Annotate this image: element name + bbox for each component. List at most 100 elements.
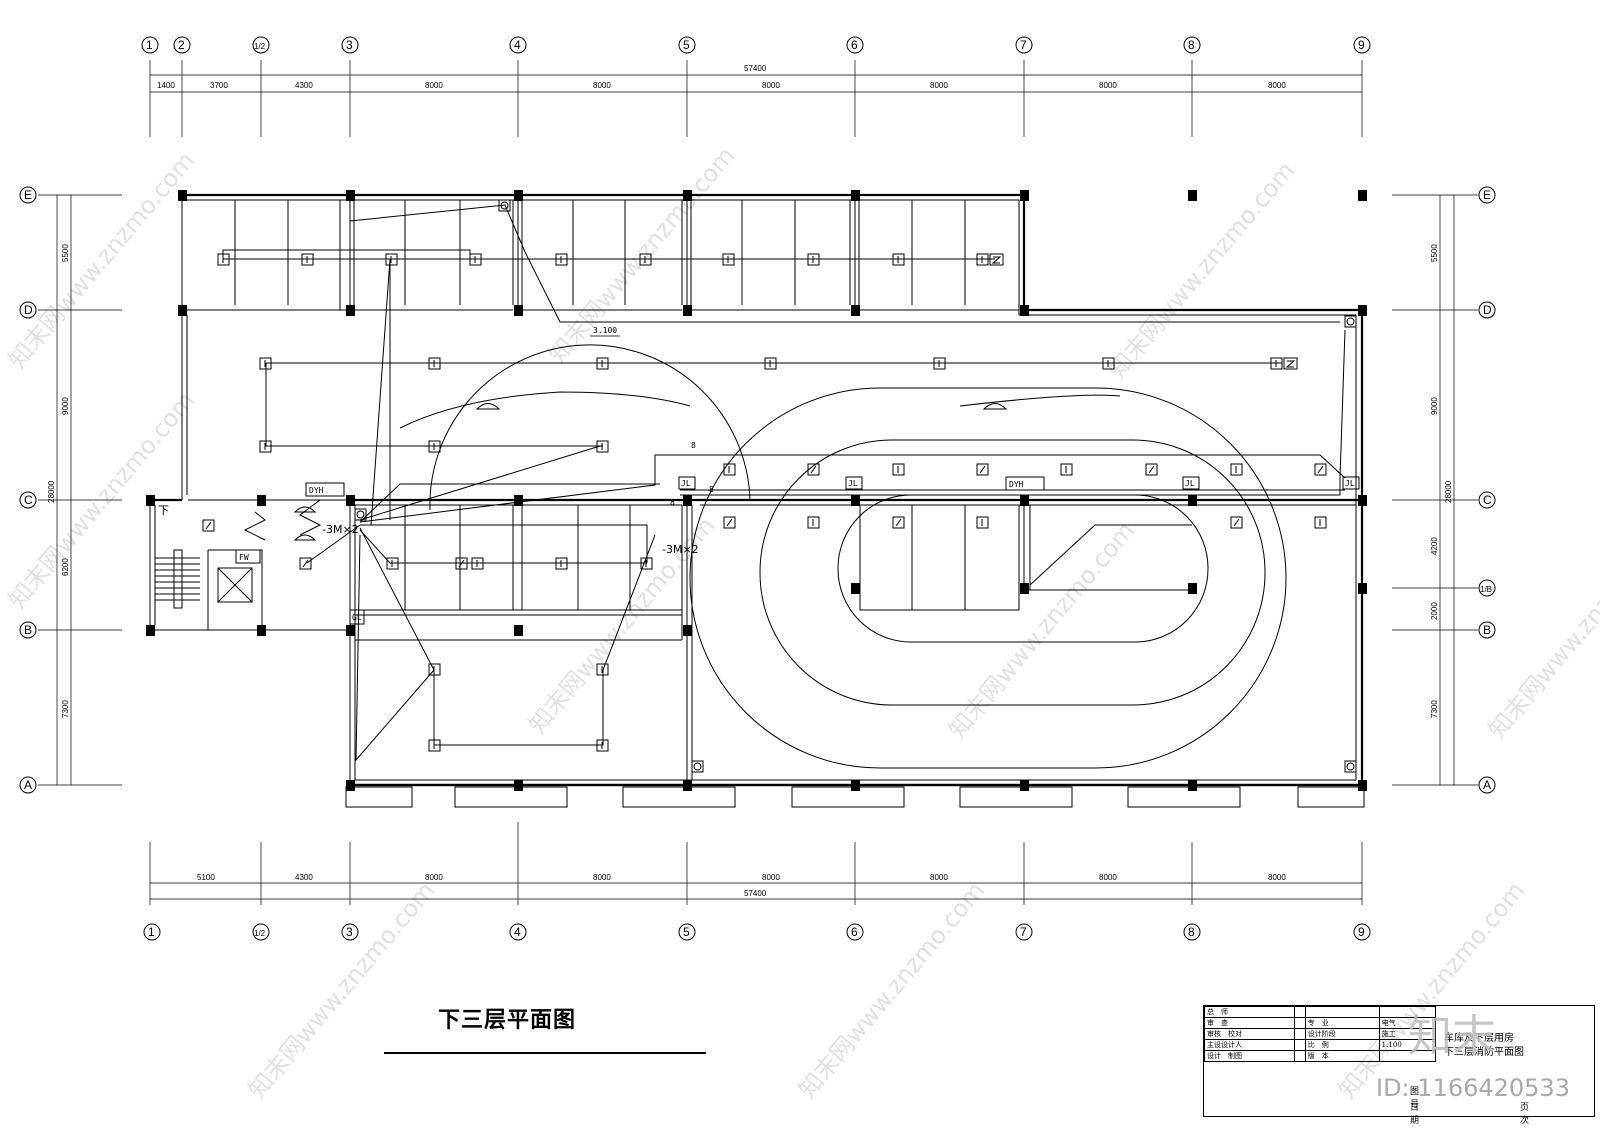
fire-devices: [202, 199, 1357, 773]
axis-label: 1: [148, 925, 155, 939]
project-line: 下三层消防平面图: [1444, 1047, 1524, 1058]
dim-segment: 5500: [1430, 244, 1439, 262]
stair-down-label: 下: [158, 504, 169, 517]
manual-alarm-icon: [691, 760, 704, 773]
smoke-detector-icon: [301, 253, 314, 266]
smoke-detector-icon: [976, 516, 989, 529]
panel-dyh-left: DYH: [305, 482, 345, 497]
smoke-detector-icon: [596, 357, 609, 370]
smoke-detector-icon: [259, 357, 272, 370]
wire-count: 8: [709, 485, 714, 494]
cable-label: -3M×2: [322, 523, 359, 536]
smoke-detector-icon: [1102, 357, 1115, 370]
alarm-bell-icon: [982, 403, 1008, 410]
title-block-row: 总 师: [1204, 1006, 1437, 1018]
tb-cell: 审核 校对: [1204, 1028, 1295, 1040]
smoke-detector-icon: [723, 463, 736, 476]
tb-cell: [1378, 1050, 1437, 1062]
axis-label: 7: [1020, 925, 1027, 939]
axis-label: 8: [1188, 925, 1195, 939]
heat-detector-icon: [976, 463, 989, 476]
tb-cell: 主设设计人: [1204, 1039, 1295, 1051]
watermark-text: 知末网www.znzmo.com: [1483, 517, 1600, 744]
smoke-detector-icon: [1270, 357, 1283, 370]
axis-label: 3: [346, 38, 353, 52]
smoke-detector-icon: [471, 557, 484, 570]
junction-label: JL: [1185, 479, 1195, 488]
dim-segment: 9000: [1430, 397, 1439, 415]
elevation-mark: 3.100: [593, 326, 617, 335]
junction-box: JL: [1182, 476, 1200, 490]
smoke-detector-icon: [807, 516, 820, 529]
axis-label: 6: [851, 925, 858, 939]
bottom-axis-labels: 1 1/2 3 4 5 6 7 8 9: [143, 923, 1371, 941]
panel-label: FW: [239, 553, 249, 562]
tb-cell: 总 师: [1204, 1006, 1295, 1018]
heat-detector-icon: [299, 557, 312, 570]
alarm-bell-icon: [475, 403, 501, 410]
smoke-detector-icon: [1060, 463, 1073, 476]
dim-segment: 8000: [425, 873, 443, 882]
title-block: 总 师 审 查 专 业 电气 审核 校对 设计阶段 施工 主设设计人 比 例 1…: [1203, 1005, 1595, 1117]
junction-box: JL: [845, 476, 863, 490]
tb-cell: [1293, 1017, 1306, 1029]
axis-label: 1/B: [1480, 585, 1492, 594]
axis-label: 1: [146, 38, 153, 52]
axis-label: 5: [683, 38, 690, 52]
axis-label: 4: [514, 925, 521, 939]
axis-label: 9: [1358, 38, 1365, 52]
dim-segment: 7300: [1430, 700, 1439, 718]
tb-cell: 比 例: [1304, 1039, 1380, 1051]
manual-alarm-icon: [1344, 315, 1357, 328]
alarm-bell-icon: [293, 534, 317, 541]
tb-cell: 审 查: [1204, 1017, 1295, 1029]
panel-dyh-right: DYH: [1005, 476, 1045, 491]
dim-segment: 4300: [295, 81, 313, 90]
dim-segment: 8000: [425, 81, 443, 90]
smoke-detector-icon: [807, 253, 820, 266]
tb-cell: [1293, 1006, 1306, 1018]
panel-label: DYH: [1009, 480, 1024, 489]
smoke-detector-icon: [428, 440, 441, 453]
junction-box: GL: [349, 609, 365, 625]
dim-segment: 8000: [1268, 873, 1286, 882]
tb-cell: 设计阶段: [1304, 1028, 1380, 1040]
axis-label: 1/2: [254, 42, 266, 51]
project-line: 车库及下层用房: [1444, 1033, 1514, 1044]
watermark-text: 知末网www.znzmo.com: [943, 517, 1140, 744]
dim-segment: 4200: [1430, 537, 1439, 555]
dim-segment: 4300: [295, 873, 313, 882]
top-axis-labels: 1 2 1/2 3 4 5 6 7 8 9: [141, 36, 1371, 54]
title-block-row: 审 查 专 业 电气: [1204, 1017, 1437, 1029]
dim-total-left: 28000: [47, 480, 56, 503]
smoke-detector-icon: [596, 663, 609, 676]
panel-label: DYH: [309, 486, 324, 495]
tb-cell: [1293, 1028, 1306, 1040]
smoke-detector-icon: [428, 357, 441, 370]
dim-segment: 8000: [762, 81, 780, 90]
smoke-detector-icon: [555, 557, 568, 570]
smoke-detector-icon: [428, 739, 441, 752]
junction-label: JL: [848, 479, 858, 488]
heat-detector-icon: [723, 516, 736, 529]
smoke-detector-icon: [385, 253, 398, 266]
wire-count: 8: [691, 441, 696, 450]
smoke-detector-icon: [764, 357, 777, 370]
axis-label: B: [1483, 623, 1491, 637]
cable-label: -3M×2: [662, 543, 699, 556]
heat-detector-icon: [892, 516, 905, 529]
dim-total-bottom: 57400: [744, 889, 767, 898]
title-block-row: 设计 制图 版 本: [1204, 1050, 1437, 1062]
junction-label: JL: [681, 479, 691, 488]
smoke-detector-icon: [596, 440, 609, 453]
dim-segment: 5100: [197, 873, 215, 882]
dim-segment: 5500: [61, 244, 70, 262]
smoke-detector-icon: [722, 253, 735, 266]
end-box-icon: [989, 253, 1004, 266]
tb-cell: 专 业: [1304, 1017, 1380, 1029]
smoke-detector-icon: [639, 253, 652, 266]
dim-segment: 7300: [61, 700, 70, 718]
title-block-row: 主设设计人 比 例 1:100: [1204, 1039, 1437, 1051]
axis-label: 8: [1188, 38, 1195, 52]
axis-label: 6: [851, 38, 858, 52]
